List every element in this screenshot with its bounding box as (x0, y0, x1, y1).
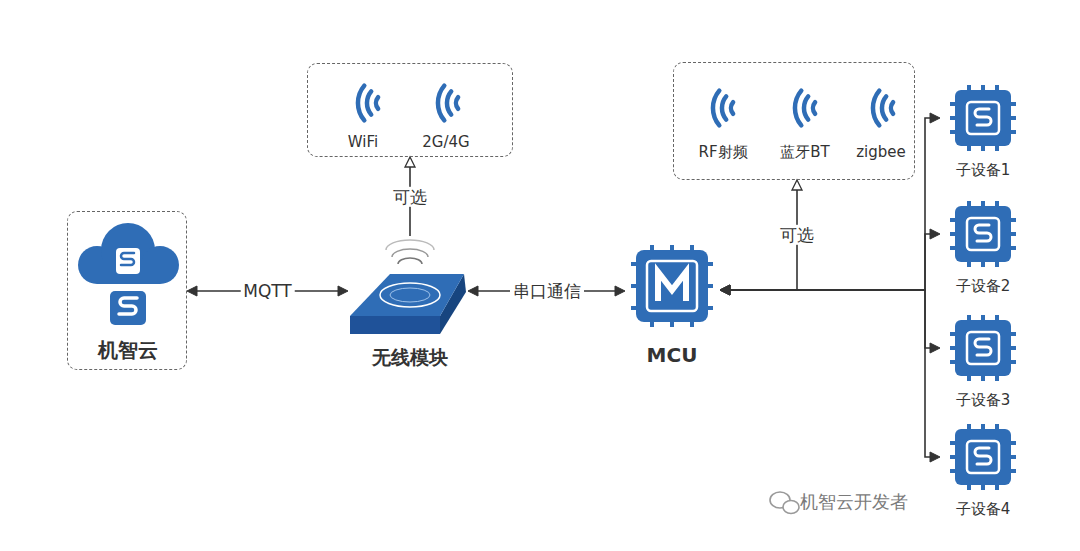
chip-icon (950, 424, 1016, 490)
logo-icon (110, 291, 146, 325)
node-text: MCU (647, 343, 698, 367)
rf-signal-icon (713, 91, 733, 126)
arrowhead (720, 285, 730, 295)
mcu-node: MCU (625, 240, 720, 368)
edge-label: 串口通信 (510, 281, 584, 301)
arrowhead (187, 286, 197, 296)
arrowhead (720, 285, 730, 295)
node-text: WiFi (348, 133, 378, 151)
cloud-node: 机智云 (67, 211, 187, 370)
arrowhead (930, 229, 940, 239)
connector-line (728, 118, 932, 290)
arrowhead (615, 286, 625, 296)
arrowhead (405, 157, 415, 167)
chip-icon (950, 201, 1016, 267)
connector (720, 285, 940, 462)
node-text: RF射频 (698, 143, 747, 161)
connector-line (728, 234, 932, 290)
connector-line (728, 290, 932, 348)
wifi-signal-icon (358, 86, 378, 121)
zigbee-signal-icon (873, 91, 893, 126)
node-text: 无线模块 (372, 346, 448, 369)
node-text: 子设备4 (956, 500, 1011, 518)
node-text: 蓝牙BT (780, 143, 829, 161)
sub-device-node: 子设备4 (940, 423, 1026, 521)
sub-device-node: 子设备3 (940, 314, 1026, 412)
network-option-box: WiFi 2G/4G (307, 63, 513, 157)
connector-line (728, 290, 932, 457)
node-text: zigbee (856, 143, 906, 161)
module-icon (350, 240, 466, 334)
sub-device-node: 子设备2 (940, 200, 1026, 298)
node-text: 子设备2 (956, 277, 1011, 295)
node-text: 机智云 (98, 338, 158, 362)
cloud-icon (78, 223, 179, 284)
radio-option-box: RF射频 蓝牙BT zigbee (673, 62, 915, 180)
module-node: 无线模块 (348, 236, 468, 370)
watermark-icon (770, 492, 799, 514)
arrowhead (720, 285, 730, 295)
edge-label: 可选 (390, 186, 430, 206)
node-text: 子设备3 (956, 391, 1011, 409)
arrowhead (930, 113, 940, 123)
watermark: 机智云开发者 (800, 490, 908, 514)
arrowhead (930, 343, 940, 353)
node-text: 子设备1 (956, 161, 1011, 179)
arrowhead (720, 285, 730, 295)
connector (720, 285, 940, 353)
edge-label: MQTT (240, 281, 295, 301)
arrowhead (468, 286, 478, 296)
chip-icon (950, 315, 1016, 381)
arrowhead (792, 180, 802, 190)
connector (720, 229, 940, 295)
sub-device-node: 子设备1 (940, 84, 1026, 182)
cellular-signal-icon (438, 86, 458, 121)
bluetooth-signal-icon (795, 91, 815, 126)
edge-label: 可选 (777, 225, 817, 245)
node-text: 2G/4G (422, 133, 469, 151)
mcu-chip-icon (631, 245, 713, 327)
arrowhead (338, 286, 348, 296)
arrowhead (930, 452, 940, 462)
chip-icon (950, 85, 1016, 151)
connector (720, 113, 940, 295)
